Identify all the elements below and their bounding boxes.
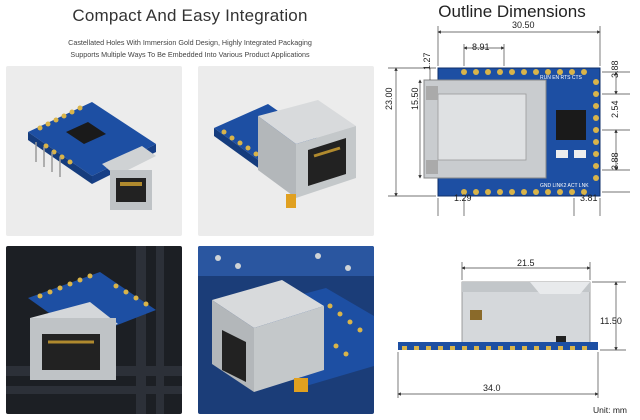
right-title: Outline Dimensions	[438, 2, 586, 21]
dim-jack-height: 15.50	[410, 87, 420, 110]
left-subtitle-line2: Supports Multiple Ways To Be Embedded In…	[70, 50, 310, 59]
dim-board-length: 34.0	[483, 383, 501, 393]
dim-side-jack-height: 11.50	[600, 316, 622, 326]
dim-width-total: 30.50	[512, 20, 535, 30]
dim-height-total: 23.00	[384, 87, 394, 110]
product-photo-top-right	[198, 66, 374, 236]
product-photo-bottom-left	[6, 246, 182, 414]
board-label-top: RUN EN RTS CTS	[540, 75, 583, 81]
top-view-drawing: RUN EN RTS CTS GND LINK2 ACT LNK	[388, 26, 630, 216]
dim-right-mid: 2.54	[610, 100, 620, 118]
dim-right-margin: 3.81	[580, 193, 598, 203]
dim-right-bottom: 3.88	[610, 152, 620, 170]
board-label-bottom: GND LINK2 ACT LNK	[540, 183, 589, 189]
product-photo-bottom-right	[198, 246, 374, 414]
dim-hole-offset: 8.91	[472, 42, 490, 52]
left-subtitle-line1: Castellated Holes With Immersion Gold De…	[68, 38, 312, 47]
left-title: Compact And Easy Integration	[72, 6, 308, 25]
side-view-drawing	[397, 262, 626, 398]
product-photo-top-left	[6, 66, 182, 236]
dim-top-margin: 1.27	[422, 52, 432, 70]
unit-label: Unit: mm	[593, 405, 627, 415]
dim-left-margin: 1.29	[454, 193, 472, 203]
dim-jack-length: 21.5	[517, 258, 535, 268]
dim-right-top: 3.88	[610, 60, 620, 78]
